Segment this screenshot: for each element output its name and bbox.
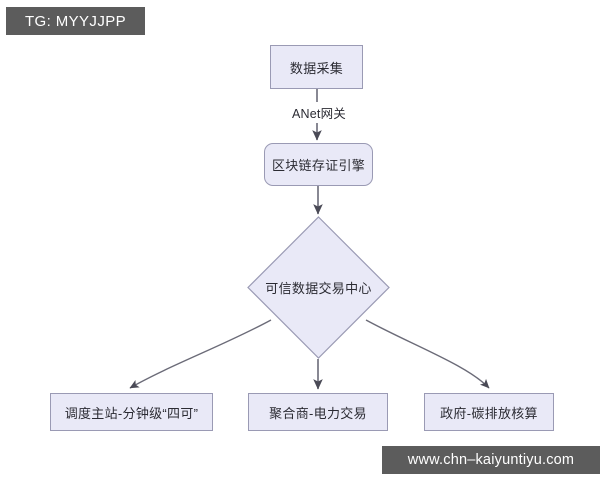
node-label: 政府-碳排放核算	[440, 405, 538, 421]
watermark-telegram-tag: TG: MYYJJPP	[6, 7, 145, 35]
edge-label-anet-gateway: ANet网关	[288, 102, 350, 123]
node-label: 区块链存证引擎	[271, 158, 366, 173]
node-label: 调度主站-分钟级“四可”	[64, 405, 199, 421]
node-dispatch-master-station[interactable]: 调度主站-分钟级“四可”	[50, 393, 213, 431]
node-government-carbon-accounting[interactable]: 政府-碳排放核算	[424, 393, 554, 431]
diamond-shape-trusted-data-center	[247, 216, 390, 359]
node-data-collection[interactable]: 数据采集	[270, 45, 363, 89]
node-aggregator-power-trading[interactable]: 聚合商-电力交易	[248, 393, 388, 431]
node-label: 可信数据交易中心	[265, 281, 372, 296]
node-label: 数据采集	[289, 60, 344, 76]
watermark-site-url: www.chn–kaiyuntiyu.com	[382, 446, 600, 474]
edge-center-to-government	[365, 319, 490, 389]
node-trusted-data-trading-center[interactable]: 可信数据交易中心	[247, 216, 390, 359]
node-label: 聚合商-电力交易	[269, 405, 367, 421]
edge-center-to-dispatch	[129, 319, 272, 389]
node-blockchain-evidence-engine[interactable]: 区块链存证引擎	[264, 143, 373, 186]
